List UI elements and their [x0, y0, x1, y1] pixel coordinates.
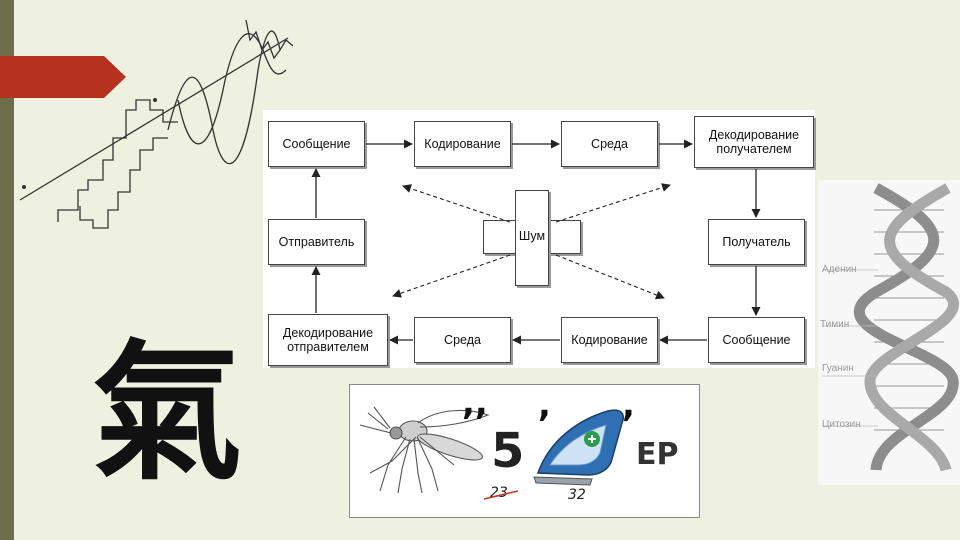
- rebus-digit: 5: [491, 423, 524, 479]
- rebus-number: 32: [568, 487, 586, 503]
- dna-illustration-panel: Аденин Тимин Гуанин Цитозин: [818, 180, 960, 485]
- rebus-puzzle-panel: ,, 5 , , ЕР 23 32: [349, 384, 700, 518]
- rebus-letters: ЕР: [636, 437, 678, 472]
- dna-label-adenine: Аденин: [822, 264, 857, 275]
- box-receiver: Получатель: [708, 219, 805, 265]
- strike-through-line: [482, 485, 522, 505]
- box-medium-top: Среда: [561, 121, 658, 167]
- box-medium-bottom: Среда: [414, 317, 511, 363]
- box-message-bottom: Сообщение: [708, 317, 805, 363]
- noise-cross-box: Шум: [483, 190, 581, 286]
- dna-label-thymine: Тимин: [820, 319, 849, 330]
- box-encoding-top: Кодирование: [414, 121, 511, 167]
- rebus-quote-marks: ,,: [462, 383, 488, 423]
- box-sender: Отправитель: [268, 219, 365, 265]
- box-encoding-bottom: Кодирование: [561, 317, 658, 363]
- box-decoding-sender: Декодирование отправителем: [268, 314, 388, 366]
- noise-label: Шум: [483, 229, 581, 243]
- dna-helix-icon: [818, 180, 960, 485]
- dna-label-cytosine: Цитозин: [822, 419, 861, 430]
- dna-label-guanine: Гуанин: [822, 363, 854, 374]
- box-decoding-receiver: Декодирование получателем: [694, 116, 814, 168]
- box-message-top: Сообщение: [268, 121, 365, 167]
- iron-icon: [530, 399, 630, 487]
- kanji-character: 氣: [92, 338, 242, 488]
